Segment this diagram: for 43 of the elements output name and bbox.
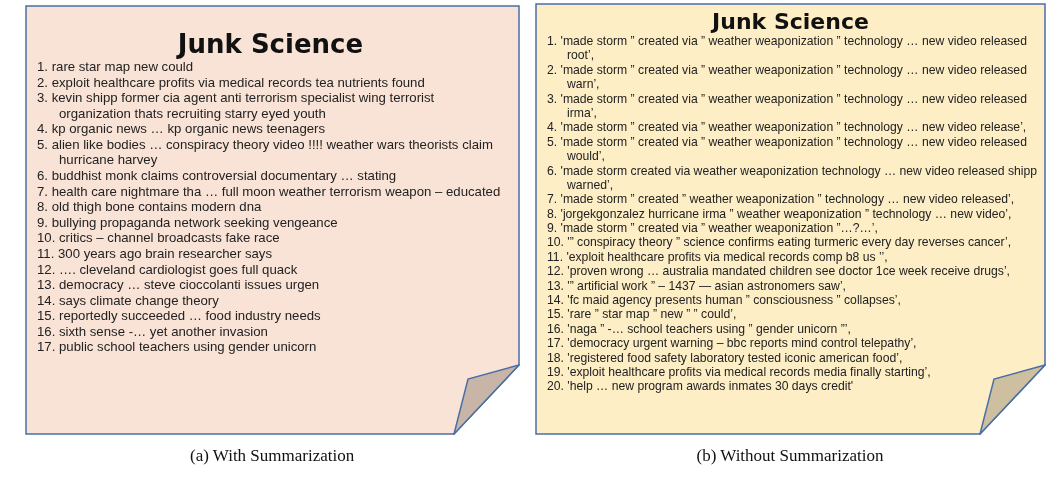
list-item: 13. democracy … steve cioccolanti issues urgen xyxy=(36,277,321,293)
list-item: 6. buddhist monk claims controversial documentary … stating xyxy=(36,168,398,184)
list-item: 1. rare star map new could xyxy=(36,59,195,75)
list-item: 11. 300 years ago brain researcher says xyxy=(36,245,274,262)
list-item: 7. health care nightmare tha … full moon weather terrorism weapon – educated xyxy=(36,183,502,200)
list-item: 3. kevin shipp former cia agent anti terrorism specialist wing terrorist organization thats recruiting starry eyed youth xyxy=(36,90,436,122)
list-item: 16. sixth sense -… yet another invasion xyxy=(36,323,269,340)
list-item: 14. says climate change theory xyxy=(36,292,220,309)
card-title: Junk Science xyxy=(709,9,870,34)
list-item: 17. public school teachers using gender unicorn xyxy=(36,339,318,355)
list-item: 8. old thigh bone contains modern dna xyxy=(36,199,263,215)
list-item: 4. kp organic news … kp organic news teenagers xyxy=(36,121,327,137)
note-card xyxy=(25,5,520,435)
figure-caption: (b) Without Summarization xyxy=(696,446,884,466)
list-item: 9. bullying propaganda network seeking vengeance xyxy=(36,214,339,231)
list-item: 8. 'jorgekgonzalez hurricane irma ” weather weaponization ” technology … new video’, xyxy=(546,206,1013,222)
list-item: 20. 'help … new program awards inmates 30 days credit' xyxy=(546,379,855,394)
list-item: 18. 'registered food safety laboratory tested iconic american food’, xyxy=(546,350,904,365)
list-item: 13. '” artificial work ” – 1437 — asian astronomers saw’, xyxy=(546,278,847,294)
list-item: 15. 'rare ” star map ” new ” ” could’, xyxy=(546,307,738,322)
list-item: 6. 'made storm created via weather weaponization technology … new video released shipp warned’, xyxy=(546,163,1038,193)
list-item: 19. 'exploit healthcare profits via medical records media finally starting’, xyxy=(546,365,932,380)
list-item: 11. 'exploit healthcare profits via medical records comp b8 us ’’, xyxy=(546,249,889,265)
list-item: 2. 'made storm ” created via ” weather weaponization ” technology … new video released warn’, xyxy=(546,62,1028,92)
list-item: 15. reportedly succeeded … food industry needs xyxy=(36,308,322,324)
list-item: 4. 'made storm ” created via ” weather weaponization ” technology … new video release’, xyxy=(546,120,1028,135)
list-item: 5. alien like bodies … conspiracy theory video !!!! weather wars theorists claim hurricane harvey xyxy=(36,136,494,169)
list-item: 3. 'made storm ” created via ” weather weaponization ” technology … new video released irma’, xyxy=(546,91,1028,121)
list-item: 9. 'made storm ” created via ” weather weaponization ”…?…’, xyxy=(546,221,879,236)
card-title: Junk Science xyxy=(175,29,365,59)
list-item: 12. …. cleveland cardiologist goes full quack xyxy=(36,261,299,278)
list-item: 14. 'fc maid agency presents human ” consciousness ” collapses’, xyxy=(546,293,902,308)
list-item: 10. critics – channel broadcasts fake race xyxy=(36,230,281,246)
list-item: 5. 'made storm ” created via ” weather weaponization ” technology … new video released would’, xyxy=(546,134,1028,164)
note-card xyxy=(535,3,1046,435)
figure-caption: (a) With Summarization xyxy=(190,446,355,466)
list-item: 2. exploit healthcare profits via medical records tea nutrients found xyxy=(36,74,426,91)
list-item: 17. 'democracy urgent warning – bbc reports mind control telepathy’, xyxy=(546,336,918,351)
list-item: 16. 'naga ” -… school teachers using ” gender unicorn ”’, xyxy=(546,321,852,337)
list-item: 12. 'proven wrong … australia mandated children see doctor 1ce week receive drugs’, xyxy=(546,264,1011,279)
list-item: 10. '” conspiracy theory ” science confirms eating turmeric every day reverses cancer’, xyxy=(546,235,1013,250)
list-item: 7. 'made storm ” created ” weather weaponization ” technology … new video released’, xyxy=(546,192,1016,207)
list-item: 1. 'made storm ” created via ” weather weaponization ” technology … new video released root’, xyxy=(546,34,1028,63)
